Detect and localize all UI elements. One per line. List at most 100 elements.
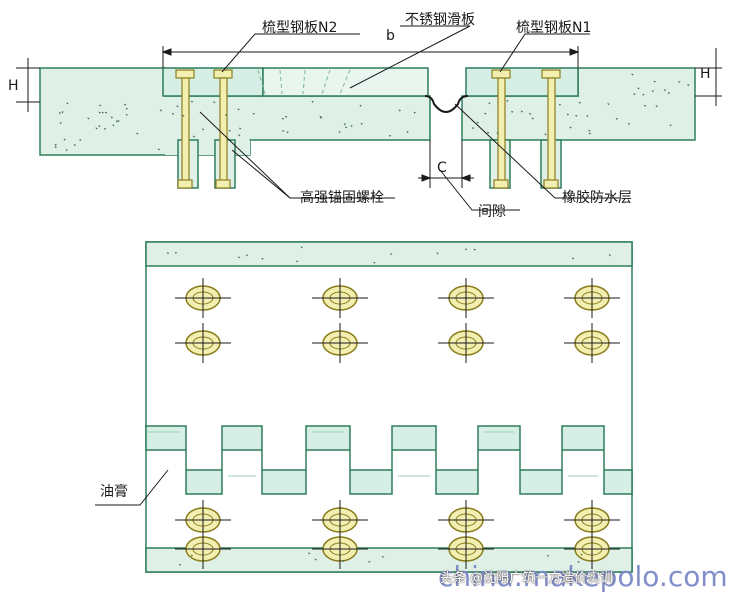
- left-slab-speck: [58, 112, 62, 115]
- plan-top-speck: [473, 248, 477, 251]
- right-slab-top-speck: [663, 89, 667, 92]
- plan-top-speck: [300, 246, 304, 249]
- left-slab-mid-speck: [281, 130, 285, 133]
- anchor-bolt-4: [541, 69, 561, 189]
- left-slab-mid-speck: [213, 101, 216, 104]
- right-slab-speck: [510, 110, 514, 113]
- plan-bottom-speck: [178, 563, 182, 566]
- plan-bottom-concrete-strip: [145, 547, 633, 573]
- right-slab-top-speck: [642, 93, 645, 96]
- watermark-site: china.makepolo.com: [438, 560, 728, 593]
- left-slab-speck: [59, 122, 62, 125]
- left-slab-mid-speck: [252, 112, 256, 115]
- left-slab-mid-speck: [359, 104, 362, 107]
- plan-top-speck: [237, 256, 241, 259]
- right-slab-speck: [506, 100, 509, 103]
- plan-top-speck: [245, 254, 249, 257]
- right-slab-speck: [669, 124, 672, 127]
- left-slab-mid-speck: [406, 130, 409, 133]
- label-grease: 油膏: [100, 484, 128, 500]
- right-slab-speck: [578, 101, 582, 104]
- anchor-bolt-3: [491, 69, 511, 189]
- plan-bolt-marker-8: [564, 323, 620, 363]
- left-slab-mid-speck: [182, 114, 185, 117]
- label-anchor-bolt: 高强锚固螺栓: [300, 190, 384, 206]
- anchor-bolts: [175, 69, 561, 189]
- label-dim-h-left: H: [8, 78, 19, 94]
- anchor-bolt-2: [213, 69, 233, 189]
- label-dim-h-right: H: [700, 66, 711, 82]
- comb-finger-dashes: [257, 69, 351, 95]
- right-slab-speck: [607, 103, 610, 106]
- right-slab-speck: [627, 123, 631, 126]
- right-slab-speck: [476, 121, 479, 124]
- left-slab-speck: [125, 107, 129, 110]
- plan-bolt-marker-9: [175, 500, 231, 540]
- leader-anchor-2: [231, 149, 291, 199]
- left-slab-speck: [63, 138, 66, 141]
- plan-bottom-speck: [314, 558, 318, 561]
- leader-n1: [499, 33, 590, 73]
- label-gap: 间隙: [478, 204, 506, 220]
- leader-n2: [221, 33, 360, 73]
- right-slab-speck: [575, 114, 578, 117]
- right-slab-speck: [588, 132, 592, 135]
- right-slab-speck: [566, 113, 570, 116]
- left-slab-speck: [104, 111, 108, 114]
- left-slab-mid-speck: [319, 116, 323, 119]
- left-slab-speck: [54, 146, 58, 149]
- plan-bolt-marker-7: [438, 323, 494, 363]
- right-slab-speck: [484, 112, 487, 115]
- plan-bolt-marker-16: [564, 529, 620, 569]
- plan-bolt-marker-3: [438, 278, 494, 318]
- left-slab-speck: [65, 149, 68, 152]
- anchor-bolt-1: [175, 69, 195, 189]
- plan-bolt-marker-1: [175, 278, 231, 318]
- left-slab-speck: [98, 111, 101, 114]
- left-slab-speck: [101, 111, 104, 114]
- right-slab-speck: [544, 133, 547, 136]
- comb-plate-n1: [465, 67, 579, 97]
- right-slab-speck: [655, 105, 659, 108]
- plan-bottom-speck: [580, 553, 583, 556]
- left-slab-mid-speck: [284, 115, 288, 118]
- right-slab-top-speck: [678, 81, 681, 84]
- left-slab-speck: [95, 127, 98, 130]
- left-slab-mid-speck: [343, 123, 347, 126]
- left-slab-speck: [73, 144, 77, 147]
- dimension-h-right: [695, 48, 722, 106]
- plan-bolt-marker-6: [312, 323, 368, 363]
- right-slab-speck: [471, 127, 475, 130]
- left-slab-mid-speck: [398, 109, 402, 112]
- right-slab-speck: [531, 117, 535, 120]
- plan-bolt-marker-2: [312, 278, 368, 318]
- plan-top-speck: [571, 257, 575, 260]
- comb-finger-band: [145, 425, 633, 495]
- left-slab-speck: [157, 148, 161, 151]
- plan-bottom-speck: [368, 560, 371, 563]
- label-stainless-plate: 不锈钢滑板: [405, 12, 475, 28]
- plan-top-speck: [390, 253, 393, 256]
- concrete-speckles: [54, 73, 690, 152]
- left-slab-speck: [79, 139, 82, 142]
- plan-top-speck: [261, 257, 264, 260]
- plan-top-concrete-strip: [145, 241, 633, 267]
- plan-bolt-marker-4: [564, 278, 620, 318]
- watermark-caption: 头条 @沈阳广筑一方造价实训: [440, 571, 614, 586]
- plan-top-speck: [608, 254, 612, 257]
- left-slab-speck: [110, 116, 114, 119]
- left-slab-speck: [123, 103, 127, 106]
- dimension-b: [161, 46, 580, 68]
- plan-bolt-marker-14: [312, 529, 368, 569]
- right-slab-speck: [569, 126, 572, 129]
- label-plate-n2: 梳型钢板N2: [262, 20, 338, 36]
- right-slab-speck: [615, 117, 619, 120]
- comb-finger-inner-lines: [146, 431, 598, 477]
- plan-top-speck: [436, 252, 439, 255]
- left-slab-mid-speck: [224, 114, 228, 117]
- rubber-waterproof-layer: [424, 95, 469, 113]
- plan-top-speck: [174, 251, 178, 254]
- plan-bolt-marker-10: [312, 500, 368, 540]
- section-view: [16, 25, 722, 211]
- leader-rubber: [454, 103, 620, 199]
